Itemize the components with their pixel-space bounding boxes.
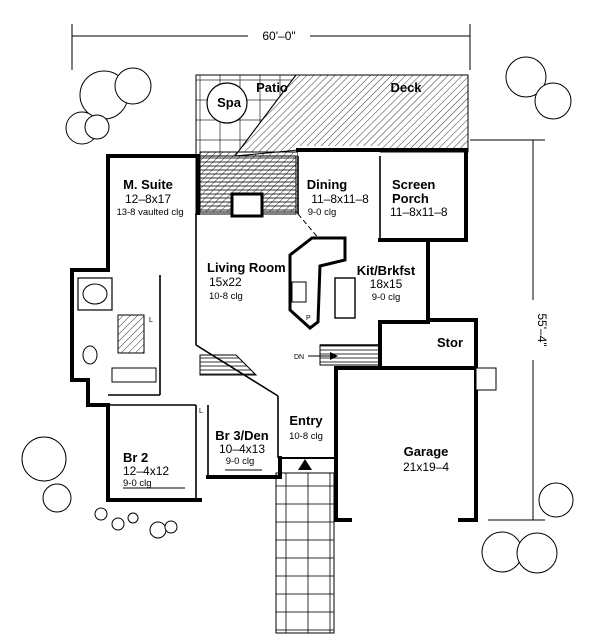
- room-label-spa: Spa: [217, 95, 242, 110]
- master-bath-fixtures: [77, 277, 157, 383]
- linen-closet-label: L: [149, 317, 153, 324]
- room-label-bedroom-3-den: Br 3/Den 10–4x13 9-0 clg: [215, 428, 269, 467]
- patio-area: [195, 74, 298, 157]
- room-label-entry: Entry 10-8 clg: [289, 413, 323, 442]
- svg-text:10-8 clg: 10-8 clg: [209, 291, 243, 302]
- entry-arrow: [298, 459, 312, 470]
- svg-text:10–4x13: 10–4x13: [219, 442, 265, 456]
- svg-text:9-0 clg: 9-0 clg: [226, 456, 255, 467]
- svg-text:Patio: Patio: [256, 80, 288, 95]
- svg-text:Br 2: Br 2: [123, 450, 148, 465]
- svg-text:9-0 clg: 9-0 clg: [372, 292, 401, 303]
- svg-text:10-8 clg: 10-8 clg: [289, 431, 323, 442]
- svg-text:Entry: Entry: [289, 413, 323, 428]
- interior-walls: [108, 155, 381, 500]
- svg-text:18x15: 18x15: [370, 277, 403, 291]
- kitchen-island: [334, 277, 356, 319]
- svg-text:Spa: Spa: [217, 95, 242, 110]
- svg-text:Br 3/Den: Br 3/Den: [215, 428, 269, 443]
- room-label-bedroom-2: Br 2 12–4x12 9-0 clg: [123, 450, 169, 489]
- room-label-garage: Garage 21x19–4: [403, 444, 449, 474]
- svg-text:Garage: Garage: [404, 444, 449, 459]
- room-label-kitchen: Kit/Brkfst 18x15 9-0 clg: [357, 263, 416, 303]
- svg-text:Living Room: Living Room: [207, 260, 286, 275]
- svg-text:21x19–4: 21x19–4: [403, 460, 449, 474]
- cooktop: [291, 281, 307, 303]
- svg-text:11–8x11–8: 11–8x11–8: [390, 205, 448, 219]
- width-dimension-label: 60'–0": [262, 29, 295, 43]
- spa-tub: [206, 82, 248, 124]
- svg-text:Kit/Brkfst: Kit/Brkfst: [357, 263, 416, 278]
- landscape-trees: [21, 56, 574, 574]
- svg-text:12–4x12: 12–4x12: [123, 464, 169, 478]
- room-label-patio: Patio: [256, 80, 288, 95]
- room-label-master-suite: M. Suite 12–8x17 13-8 vaulted clg: [116, 177, 183, 218]
- width-dimension: 60'–0": [71, 24, 471, 70]
- room-label-storage: Stor: [437, 335, 463, 350]
- stairs-down: [308, 344, 381, 366]
- svg-text:13-8 vaulted clg: 13-8 vaulted clg: [116, 207, 183, 218]
- depth-dimension-label: 55'–4": [535, 313, 549, 346]
- fireplace: [230, 192, 264, 218]
- svg-text:12–8x17: 12–8x17: [125, 192, 171, 206]
- room-label-dining: Dining 11–8x11–8 9-0 clg: [307, 177, 369, 218]
- room-label-deck: Deck: [390, 80, 422, 95]
- front-walk: [275, 472, 335, 634]
- kitchen-counter: [288, 236, 347, 330]
- svg-text:Stor: Stor: [437, 335, 463, 350]
- room-label-living-room: Living Room 15x22 10-8 clg: [207, 260, 286, 302]
- svg-text:Screen: Screen: [392, 177, 435, 192]
- svg-text:M. Suite: M. Suite: [123, 177, 173, 192]
- stair-down-label: DN: [294, 354, 304, 361]
- svg-text:9-0 clg: 9-0 clg: [308, 207, 337, 218]
- room-label-screen-porch: Screen Porch 11–8x11–8: [390, 177, 448, 219]
- depth-dimension: 55'–4": [470, 139, 549, 521]
- svg-text:Porch: Porch: [392, 191, 429, 206]
- living-steps: [199, 354, 258, 376]
- svg-text:9-0 clg: 9-0 clg: [123, 478, 152, 489]
- svg-text:Deck: Deck: [390, 80, 422, 95]
- closet-label: L: [199, 408, 203, 415]
- svg-text:15x22: 15x22: [209, 275, 242, 289]
- svg-text:11–8x11–8: 11–8x11–8: [311, 192, 369, 206]
- pantry-label: P: [306, 315, 311, 322]
- svg-text:Dining: Dining: [307, 177, 347, 192]
